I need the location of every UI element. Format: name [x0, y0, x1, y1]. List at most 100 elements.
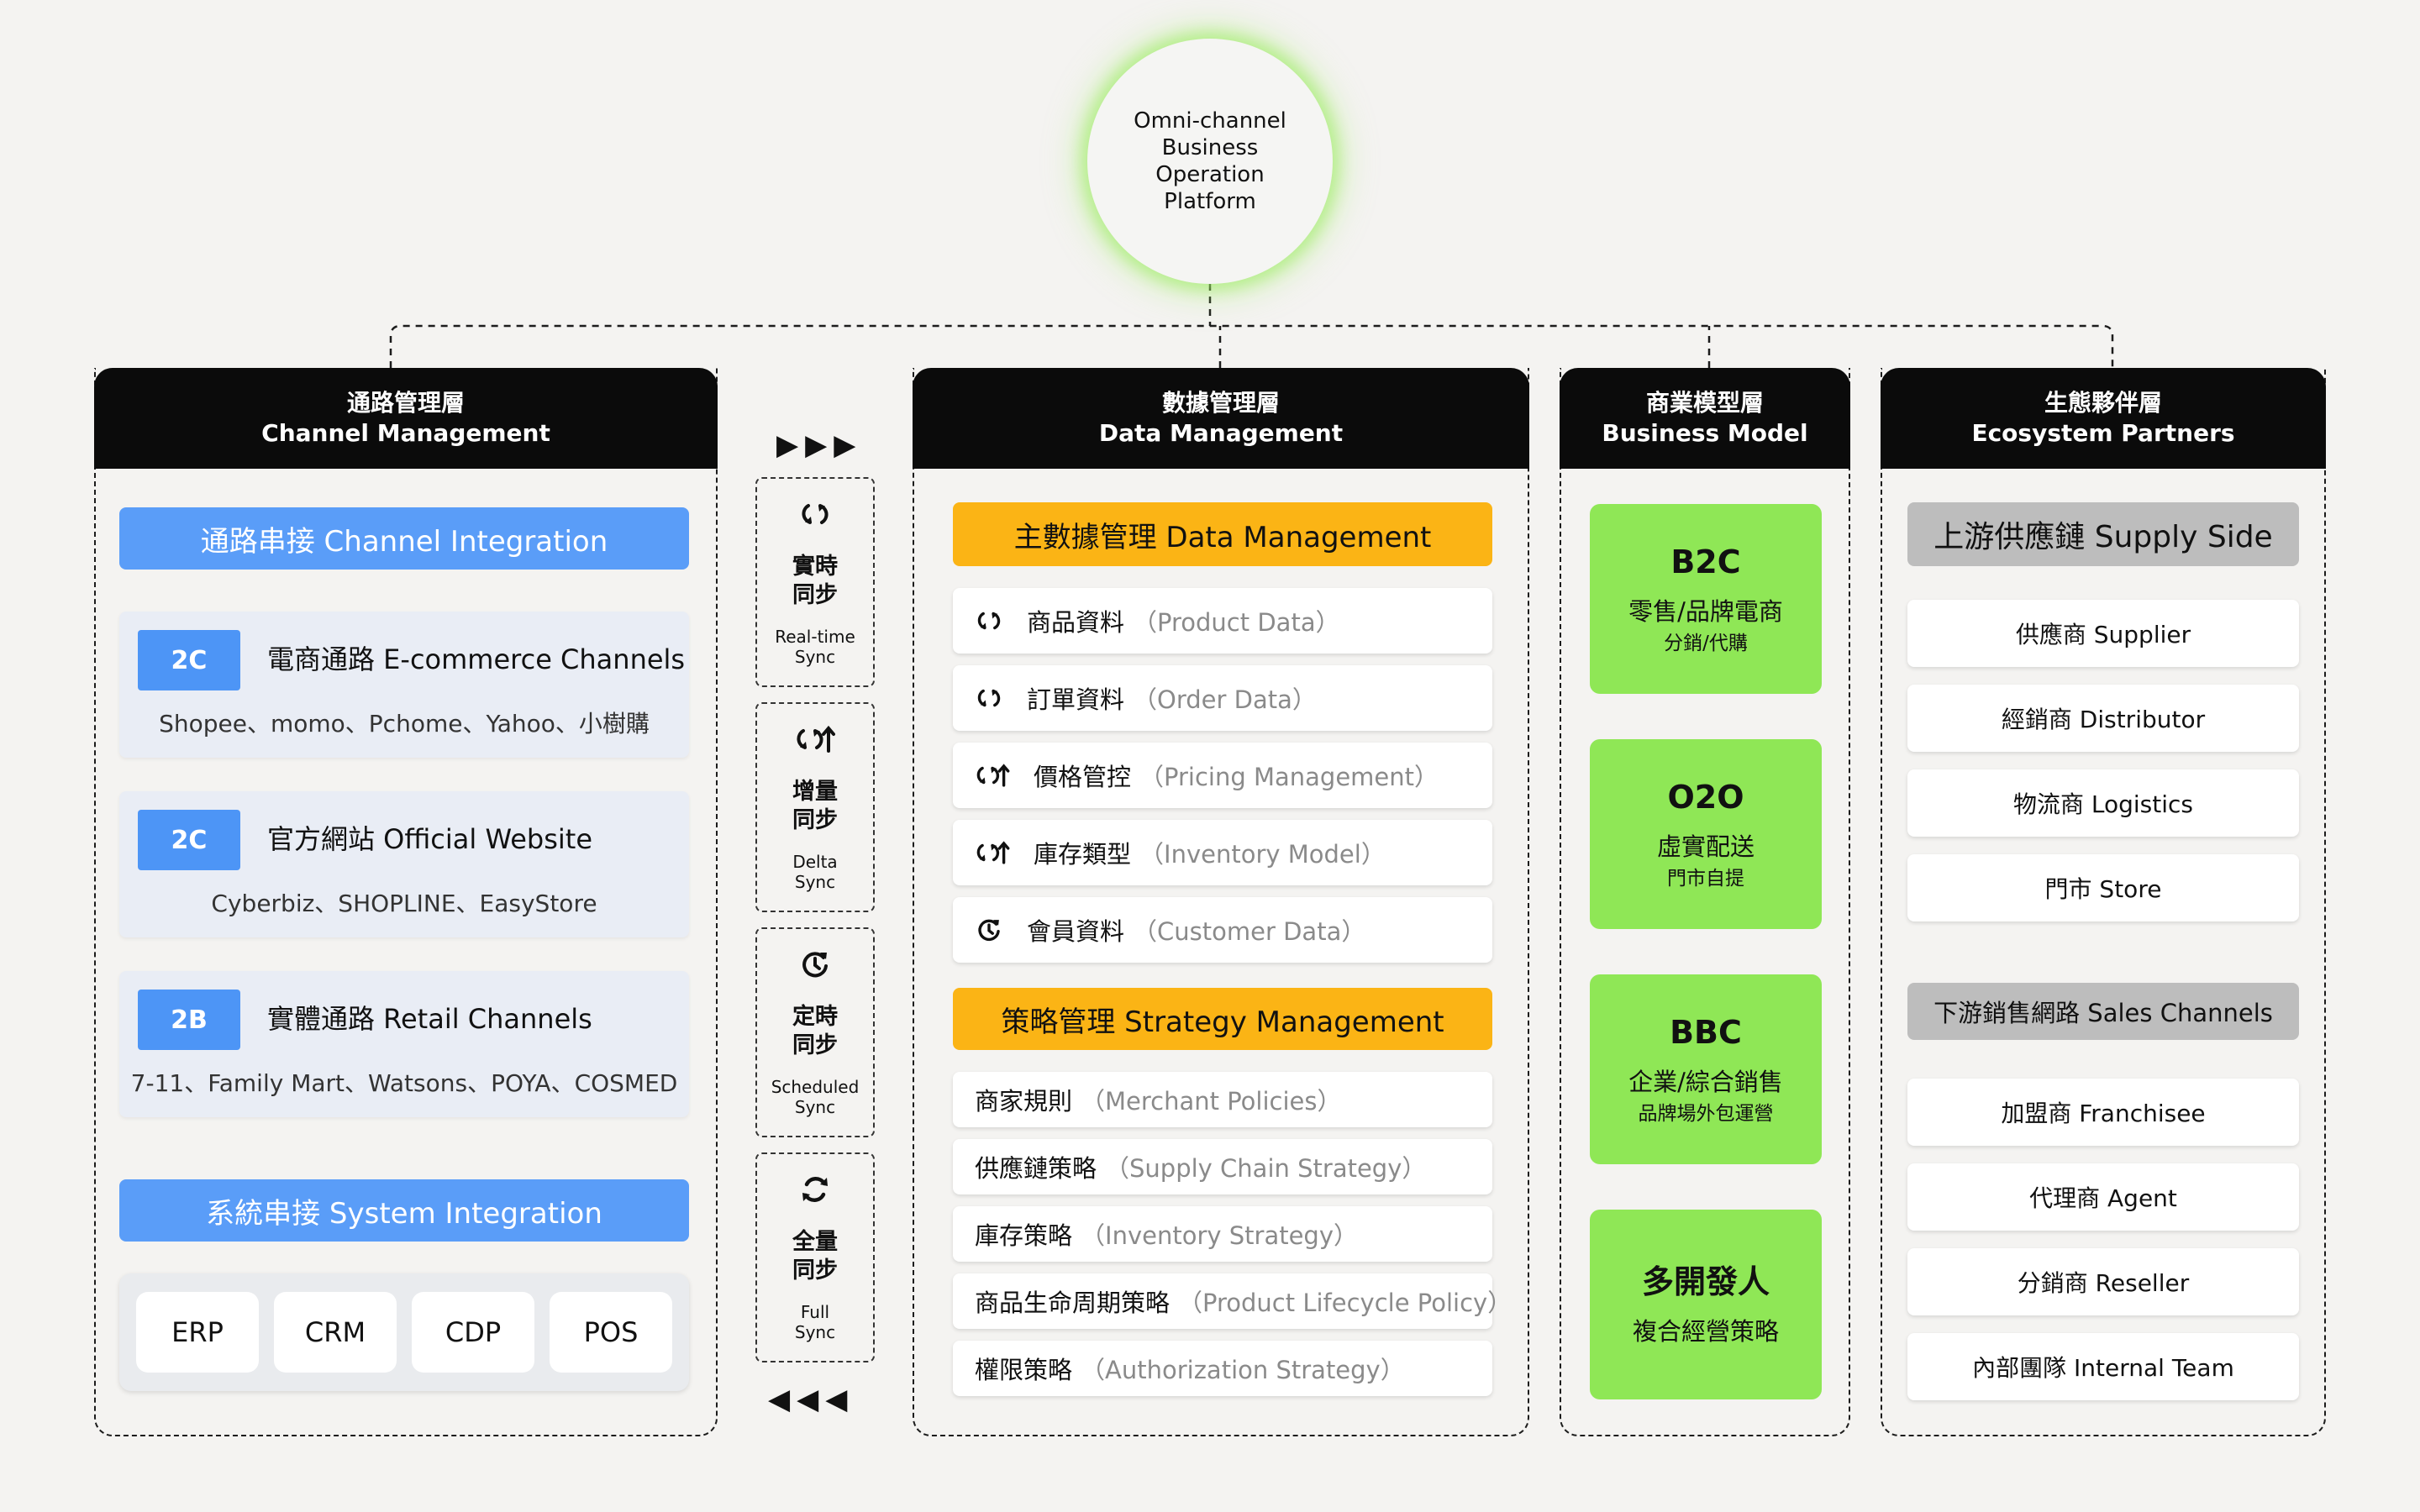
channel-tag: 2C [138, 810, 240, 870]
strategy-row-zh: 權限策略 [975, 1356, 1073, 1384]
business-model-column: 商業模型層 Business Model [1560, 368, 1850, 1436]
channel-platforms: 7-11、Family Mart、Watsons、POYA、COSMED [130, 1069, 678, 1097]
model-subtitle: 複合經營策略 [1632, 1317, 1779, 1346]
partner-distributor: 經銷商 Distributor [1907, 685, 2299, 752]
sync-label-en: Real-time Sync [775, 627, 855, 667]
backward-arrows: ◀◀◀ [768, 1383, 855, 1416]
channel-title: 官方網站 Official Website [267, 823, 593, 855]
data-row-en: （Inventory Model） [1139, 840, 1386, 869]
official-website-card: 2C 官方網站 Official Website Cyberbiz、SHOPLI… [119, 791, 689, 937]
sync-label-zh: 實時 同步 [792, 554, 838, 608]
partner-franchisee: 加盟商 Franchisee [1907, 1079, 2299, 1146]
strategy-row-zh: 商品生命周期策略 [975, 1289, 1171, 1317]
delta-sync-icon [975, 838, 1010, 867]
data-management-header: 數據管理層 Data Management [913, 368, 1529, 469]
realtime-sync-icon [975, 684, 1003, 712]
channel-title: 實體通路 Retail Channels [267, 1003, 592, 1035]
ecommerce-channel-card: 2C 電商通路 E-commerce Channels Shopee、momo、… [119, 612, 689, 758]
supply-side-bar: 上游供應鏈 Supply Side [1907, 502, 2299, 566]
model-title: BBC [1670, 1014, 1742, 1051]
partner-reseller: 分銷商 Reseller [1907, 1248, 2299, 1315]
authorization-strategy-row: 權限策略 （Authorization Strategy） [953, 1341, 1492, 1396]
data-management-column: 數據管理層 Data Management [913, 368, 1529, 1436]
system-pos: POS [550, 1292, 672, 1373]
pricing-row: 價格管控（Pricing Management） [953, 743, 1492, 808]
full-sync-icon [757, 1173, 873, 1206]
scheduled-sync-box: 定時 同步 Scheduled Sync [755, 927, 875, 1137]
system-crm: CRM [274, 1292, 397, 1373]
platform-hub: Omni-channel Business Operation Platform [1087, 39, 1333, 284]
model-subtitle: 零售/品牌電商 [1628, 597, 1783, 626]
data-header-zh: 數據管理層 [1161, 389, 1280, 417]
partner-agent: 代理商 Agent [1907, 1163, 2299, 1231]
model-multi-developer: 多開發人 複合經營策略 [1590, 1210, 1822, 1399]
business-model-header: 商業模型層 Business Model [1560, 368, 1850, 469]
channel-platforms: Cyberbiz、SHOPLINE、EasyStore [211, 890, 597, 917]
realtime-sync-icon [757, 497, 873, 531]
model-subtitle: 虛實配送 [1656, 832, 1754, 861]
business-header-en: Business Model [1602, 419, 1808, 447]
partner-supplier: 供應商 Supplier [1907, 600, 2299, 667]
data-row-en: （Pricing Management） [1139, 763, 1439, 791]
data-row-en: （Order Data） [1133, 685, 1317, 714]
channel-management-column: 通路管理層 Channel Management [94, 368, 718, 1436]
system-cdp: CDP [412, 1292, 534, 1373]
full-sync-box: 全量 同步 Full Sync [755, 1152, 875, 1362]
merchant-policies-row: 商家規則（Merchant Policies） [953, 1072, 1492, 1127]
partner-internal-team: 內部團隊 Internal Team [1907, 1333, 2299, 1400]
system-integration-bar: 系統串接 System Integration [119, 1179, 689, 1242]
forward-arrows: ▶▶▶ [776, 428, 863, 462]
channel-header-en: Channel Management [261, 419, 550, 447]
sales-channels-bar: 下游銷售網路 Sales Channels [1907, 983, 2299, 1040]
channel-header-zh: 通路管理層 [346, 389, 465, 417]
partner-store: 門市 Store [1907, 854, 2299, 921]
sync-label-en: Scheduled Sync [771, 1077, 860, 1117]
realtime-sync-box: 實時 同步 Real-time Sync [755, 477, 875, 687]
strategy-row-zh: 庫存策略 [975, 1221, 1073, 1250]
channel-management-header: 通路管理層 Channel Management [94, 368, 718, 469]
ecosystem-partners-column: 生態夥伴層 Ecosystem Partners [1881, 368, 2326, 1436]
realtime-sync-icon [975, 606, 1003, 635]
system-erp: ERP [136, 1292, 259, 1373]
master-data-bar: 主數據管理 Data Management [953, 502, 1492, 566]
sync-label-en: Full Sync [794, 1302, 836, 1342]
product-data-row: 商品資料（Product Data） [953, 588, 1492, 654]
sync-label-zh: 全量 同步 [792, 1229, 838, 1284]
model-bbc: BBC 企業/綜合銷售 品牌場外包運營 [1590, 974, 1822, 1164]
strategy-row-en: （Product Lifecycle Policy） [1178, 1289, 1512, 1317]
data-row-en: （Customer Data） [1133, 917, 1366, 946]
channel-platforms: Shopee、momo、Pchome、Yahoo、小樹購 [159, 710, 650, 738]
inventory-strategy-row: 庫存策略 （Inventory Strategy） [953, 1206, 1492, 1262]
model-subtitle: 企業/綜合銷售 [1628, 1068, 1783, 1096]
delta-sync-icon [975, 761, 1010, 790]
strategy-row-en: （Merchant Policies） [1081, 1087, 1342, 1116]
order-data-row: 訂單資料（Order Data） [953, 665, 1492, 731]
partner-logistics: 物流商 Logistics [1907, 769, 2299, 837]
supply-chain-strategy-row: 供應鏈策略 （Supply Chain Strategy） [953, 1139, 1492, 1194]
scheduled-sync-icon [975, 916, 1003, 944]
data-row-zh: 庫存類型 [1034, 840, 1132, 869]
product-lifecycle-row: 商品生命周期策略（Product Lifecycle Policy） [953, 1273, 1512, 1329]
model-detail: 分銷/代購 [1664, 633, 1748, 654]
strategy-management-bar: 策略管理 Strategy Management [953, 988, 1492, 1050]
ecosystem-header: 生態夥伴層 Ecosystem Partners [1881, 368, 2326, 469]
retail-channel-card: 2B 實體通路 Retail Channels 7-11、Family Mart… [119, 971, 689, 1117]
delta-sync-icon [757, 722, 873, 756]
data-row-zh: 價格管控 [1034, 763, 1132, 791]
strategy-row-en: （Supply Chain Strategy） [1105, 1154, 1427, 1183]
channel-tag: 2C [138, 630, 240, 690]
strategy-row-zh: 供應鏈策略 [975, 1154, 1097, 1183]
strategy-row-en: （Authorization Strategy） [1081, 1356, 1405, 1384]
strategy-row-en: （Inventory Strategy） [1081, 1221, 1359, 1250]
data-row-zh: 商品資料 [1027, 608, 1125, 637]
sync-label-zh: 增量 同步 [792, 779, 838, 833]
model-title: O2O [1667, 779, 1744, 816]
scheduled-sync-icon [757, 948, 873, 981]
channel-integration-bar: 通路串接 Channel Integration [119, 507, 689, 570]
sync-label-en: Delta Sync [792, 852, 838, 892]
hub-label: Omni-channel Business Operation Platform [1134, 108, 1286, 214]
model-title: 多開發人 [1641, 1263, 1770, 1300]
model-detail: 品牌場外包運營 [1638, 1103, 1774, 1125]
channel-title: 電商通路 E-commerce Channels [267, 643, 686, 675]
